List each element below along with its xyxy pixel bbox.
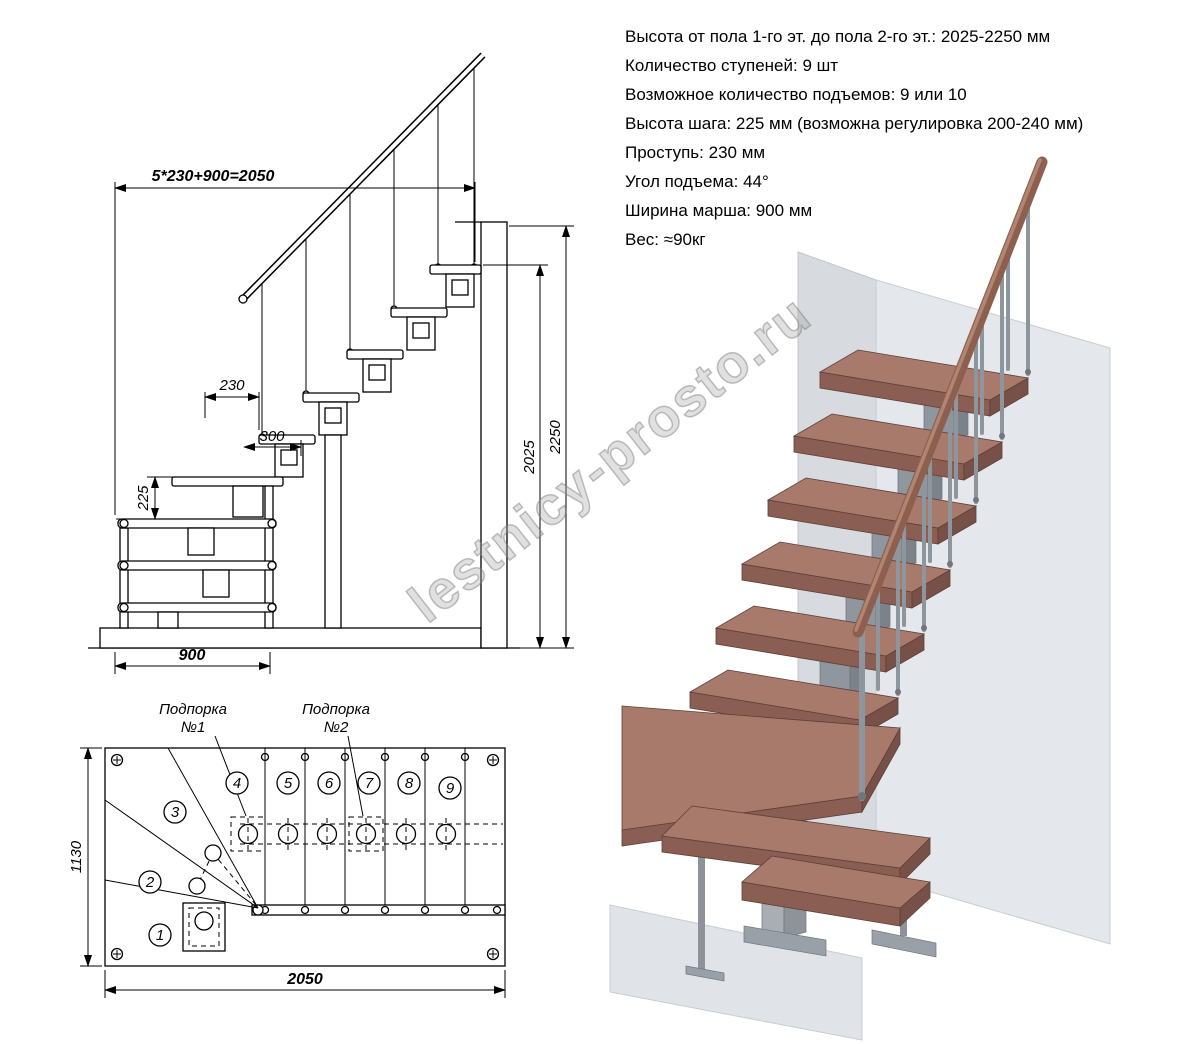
plan-stringer [230,816,503,852]
plan-view: Подпорка №1 Подпорка №2 1 2 3 4 5 6 7 8 … [68,701,506,998]
dim-march-width: 900 [179,647,206,664]
step-number-7: 7 [365,775,374,792]
support-1-label: Подпорка [159,701,227,718]
step-number-2: 2 [145,874,155,891]
wall-section [480,221,508,649]
support-2-label: Подпорка [302,701,370,718]
handrail-3d [852,156,1048,638]
dim-bottom-tread: 300 [259,428,285,445]
baluster-nodes [858,369,1031,800]
plan-dimensions: 1130 2050 [68,747,506,998]
floor-slab [609,904,863,1041]
tread-5 [714,605,926,657]
plan-straight-steps [251,748,506,916]
spec-line: Вес: ≈90кг [625,230,706,249]
balusters-3d [859,198,1030,801]
step-number-4: 4 [233,775,241,792]
spec-block: Высота от пола 1-го эт. до пола 2-го эт.… [625,22,1185,254]
dim-floor-height: 2025 [521,440,538,475]
step-number-8: 8 [405,775,414,792]
dim-rise: 225 [135,485,152,512]
render-3d [609,156,1111,1041]
dim-tread: 230 [218,377,245,394]
handrail [238,52,486,304]
step-number-9: 9 [446,780,455,797]
elevation-structure [88,52,520,649]
spec-line: Угол подъема: 44° [625,172,769,191]
step-number-1: 1 [156,927,164,944]
support-labels: Подпорка №1 Подпорка №2 [159,701,370,817]
step-number-3: 3 [171,804,180,821]
elevation-view: 5*230+900=2050 2250 2025 230 300 225 900 [88,52,574,674]
spec-line: Количество ступеней: 9 шт [625,56,839,75]
spec-line: Ширина марша: 900 мм [625,201,813,220]
support-2-marker [348,816,384,852]
tread-2 [661,805,931,869]
plan-winder-steps [104,747,259,952]
support-1-marker [230,816,266,852]
flight-edge-beam [251,904,506,916]
dim-plan-depth: 1130 [68,840,85,873]
dim-plan-width: 2050 [286,971,323,988]
lower-assembly [117,476,284,629]
step-number-5: 5 [284,775,293,792]
support-1-number: №1 [181,719,206,736]
steps-modules [258,264,482,629]
support-column [324,434,342,629]
dim-total-height: 2250 [547,420,564,455]
spec-line: Проступь: 230 мм [625,143,766,162]
dim-total-run: 5*230+900=2050 [152,168,275,185]
elevation-dimensions: 5*230+900=2050 2250 2025 230 300 225 900 [114,168,574,674]
tread-1 [741,855,931,909]
spec-line: Возможное количество подъемов: 9 или 10 [625,85,967,104]
spec-line: Высота шага: 225 мм (возможна регулировк… [625,114,1084,133]
step-numbers: 1 2 3 4 5 6 7 8 9 [138,771,462,947]
step-number-6: 6 [325,775,334,792]
support-2-number: №2 [324,719,349,736]
spec-line: Высота от пола 1-го эт. до пола 2-го эт.… [625,27,1051,46]
